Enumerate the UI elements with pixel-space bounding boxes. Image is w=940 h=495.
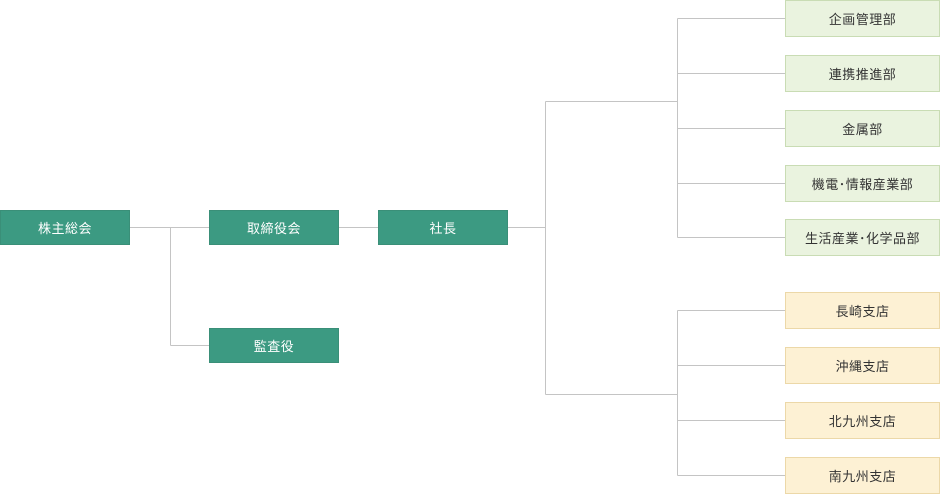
branch-box-kitakyushu: 北九州支店 — [785, 402, 940, 439]
branch-box-nagasaki: 長崎支店 — [785, 292, 940, 329]
auditor-box: 監査役 — [209, 328, 339, 363]
department-box-planning: 企画管理部 — [785, 0, 940, 37]
branch-box-minamikyushu: 南九州支店 — [785, 457, 940, 494]
president-box: 社長 — [378, 210, 508, 245]
department-box-collaboration: 連携推進部 — [785, 55, 940, 92]
department-box-metals: 金属部 — [785, 110, 940, 147]
shareholders-meeting-box: 株主総会 — [0, 210, 130, 245]
board-of-directors-box: 取締役会 — [209, 210, 339, 245]
department-box-machinery-it: 機電･情報産業部 — [785, 165, 940, 202]
branch-box-okinawa: 沖縄支店 — [785, 347, 940, 384]
department-box-lifestyle-chemicals: 生活産業･化学品部 — [785, 219, 940, 256]
